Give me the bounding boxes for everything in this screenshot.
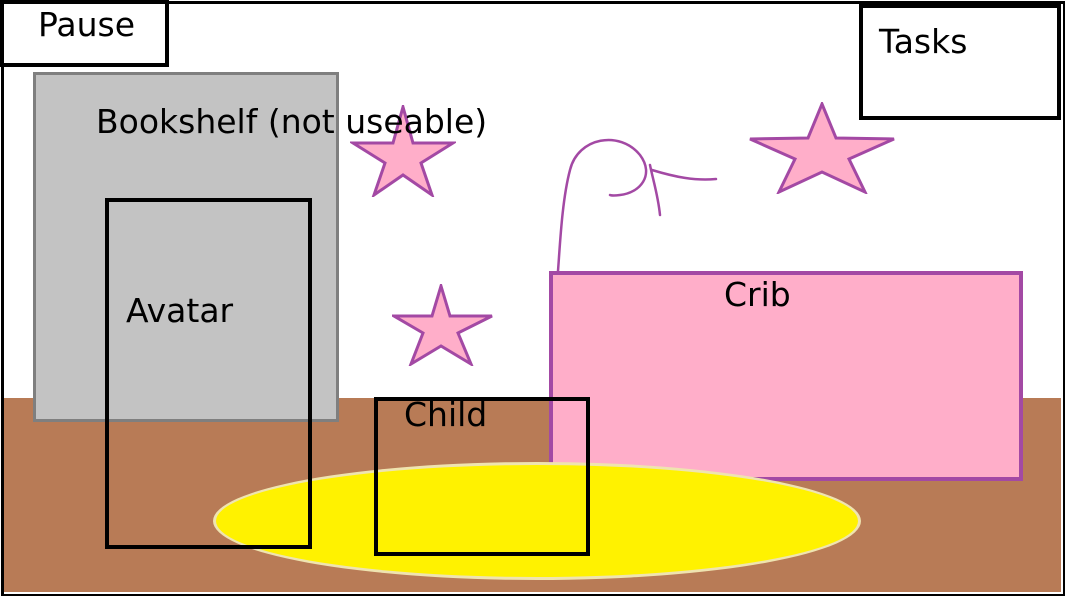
bookshelf xyxy=(33,72,339,422)
rug xyxy=(213,462,861,580)
tasks-button-label: Tasks xyxy=(879,22,968,61)
avatar-label: Avatar xyxy=(126,291,234,330)
avatar[interactable] xyxy=(105,198,312,549)
child[interactable] xyxy=(374,397,590,556)
star-icon[interactable] xyxy=(350,105,456,197)
pause-button-label: Pause xyxy=(38,5,136,44)
star-icon[interactable] xyxy=(748,102,896,194)
pause-button[interactable]: Pause xyxy=(0,0,169,67)
bookshelf-label: Bookshelf (not useable) xyxy=(96,102,488,141)
mobile-string-icon xyxy=(556,138,718,273)
crib[interactable] xyxy=(549,271,1023,481)
child-label: Child xyxy=(404,395,488,434)
tasks-button[interactable]: Tasks xyxy=(859,4,1061,120)
star-icon[interactable] xyxy=(392,284,494,366)
crib-label: Crib xyxy=(724,275,791,314)
